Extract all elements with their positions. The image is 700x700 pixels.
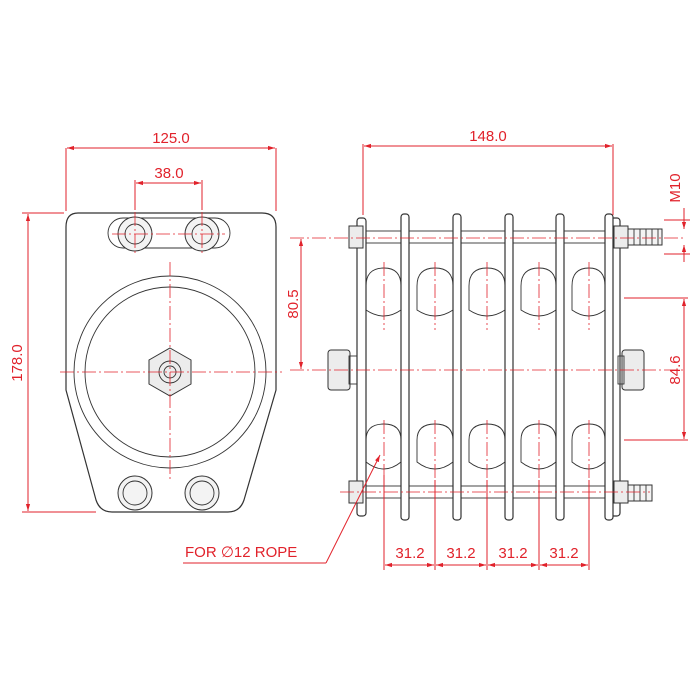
dim-upper-pitch: 80.5 [285, 239, 304, 369]
side-view [290, 213, 685, 521]
rope-grooves-lower [365, 423, 606, 470]
dim-label-178: 178.0 [9, 344, 26, 382]
thread-end-top [627, 228, 663, 246]
rope-note: FOR ∅12 ROPE [183, 454, 381, 564]
dim-thread: M10 [664, 173, 690, 262]
dim-label-148: 148.0 [469, 128, 507, 145]
dim-label-38: 38.0 [154, 165, 183, 182]
dim-label-31-2-c: 31.2 [498, 545, 527, 562]
dim-front-width: 125.0 [65, 130, 277, 211]
rope-grooves-upper [365, 267, 606, 317]
dim-label-m10: M10 [667, 173, 684, 202]
dim-label-31-2-a: 31.2 [395, 545, 424, 562]
sheave-stack [400, 213, 614, 521]
dim-label-84-6: 84.6 [667, 355, 684, 384]
bottom-bolts [117, 475, 220, 511]
side-plate-left [356, 217, 367, 517]
dim-bolt-spacing: 38.0 [134, 165, 203, 210]
dim-label-31-2-b: 31.2 [446, 545, 475, 562]
dim-label-125: 125.0 [152, 130, 190, 147]
dim-front-height: 178.0 [9, 212, 96, 513]
dim-label-31-2-d: 31.2 [549, 545, 578, 562]
dim-lower-pitch: 84.6 [624, 297, 688, 441]
dim-label-80-5: 80.5 [285, 289, 302, 318]
rope-note-text: FOR ∅12 ROPE [185, 544, 297, 561]
dim-groove-pitch: 31.2 31.2 31.2 31.2 [383, 475, 590, 570]
dim-side-width: 148.0 [362, 128, 614, 215]
front-view [60, 212, 282, 513]
thread-end-bottom [627, 484, 653, 502]
